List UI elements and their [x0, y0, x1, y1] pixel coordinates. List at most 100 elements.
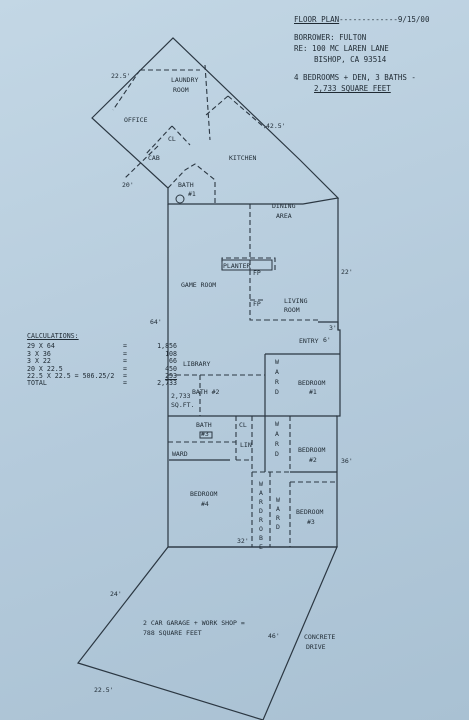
dim-22-5-bottom: 22.5' — [94, 686, 114, 694]
calc-formula: TOTAL — [27, 379, 47, 388]
calc-value: 253 — [165, 372, 177, 381]
dim-22-5-top: 22.5' — [111, 72, 131, 80]
cabinet-label: CAB — [148, 154, 160, 162]
calculations-title: CALCULATIONS: — [27, 332, 79, 340]
drive-label: DRIVE — [306, 643, 326, 651]
fireplace-label-2: FP — [253, 300, 261, 308]
ward-v2-0: W — [275, 420, 279, 428]
calc-row: 20 X 22.5 = 450 — [27, 364, 177, 373]
calc-row: 29 X 64 = 1,856 — [27, 342, 177, 351]
living-label-2: ROOM — [284, 306, 300, 314]
bedroom2-num: #2 — [309, 456, 317, 464]
dim-32: 32' — [237, 537, 249, 545]
bath3-label: BATH — [196, 421, 212, 429]
calc-value: 450 — [165, 364, 177, 373]
ward-v3-0: W — [276, 496, 280, 504]
closet-label: CL — [168, 135, 176, 143]
calc-formula: 3 X 36 — [27, 349, 51, 358]
planter-box — [221, 259, 273, 271]
calc-total-row: TOTAL = 2,733 — [27, 379, 177, 388]
wardrobe-v-2: R — [259, 498, 263, 506]
ward-v3-2: R — [276, 514, 280, 522]
fireplace-label-1: FP — [253, 269, 261, 277]
living-label: LIVING — [284, 297, 308, 305]
calc-formula: 3 X 22 — [27, 357, 51, 366]
sqft-total-value: 2,733 — [171, 392, 191, 400]
dim-24: 24' — [110, 590, 122, 598]
garage-outline — [76, 546, 338, 720]
kitchen-label: KITCHEN — [229, 154, 256, 162]
planter-label: PLANTER — [223, 262, 250, 270]
ward-v1-1: A — [275, 368, 279, 376]
wardrobe-v-6: B — [259, 534, 263, 542]
laundry-label-2: ROOM — [173, 86, 189, 94]
game-room-label: GAME ROOM — [181, 281, 216, 289]
bedroom3-label: BEDROOM — [296, 508, 323, 516]
calculations-block: CALCULATIONS: 29 X 64 = 1,856 3 X 36 = 1… — [27, 332, 177, 388]
ward-v2-3: D — [275, 450, 279, 458]
dim-22: 22' — [341, 268, 353, 276]
entry-notch — [318, 321, 339, 330]
header-title-line: FLOOR PLAN-------------9/15/00 — [294, 16, 429, 24]
wardrobe-v-7: E — [259, 543, 263, 551]
concrete-label: CONCRETE — [304, 633, 335, 641]
ward-v2-2: R — [275, 440, 279, 448]
city-line: BISHOP, CA 93514 — [314, 55, 387, 64]
calc-value: 1,856 — [157, 342, 177, 351]
borrower-line: BORROWER: FULTON — [294, 33, 367, 42]
calc-row: 3 X 22 = 66 — [27, 357, 177, 366]
calc-formula: 20 X 22.5 — [27, 364, 63, 373]
ward-v1-2: R — [275, 378, 279, 386]
dim-46: 46' — [268, 632, 280, 640]
laundry-label: LAUNDRY — [171, 76, 198, 84]
bath1-fixture — [175, 194, 185, 204]
dining-label: DINING — [272, 202, 296, 210]
ward-v1-0: W — [275, 358, 279, 366]
wardrobe-v-0: W — [259, 480, 263, 488]
bedrooms-line: 4 BEDROOMS + DEN, 3 BATHS - — [294, 73, 416, 82]
office-label: OFFICE — [124, 116, 148, 124]
bedroom4-num: #4 — [201, 500, 209, 508]
header-title: FLOOR PLAN — [294, 15, 340, 24]
closet-label-2: CL — [239, 421, 247, 429]
calc-formula: 29 X 64 — [27, 342, 55, 351]
interior-walls — [168, 353, 340, 473]
wardrobe-v-3: D — [259, 507, 263, 515]
ward-v1-3: D — [275, 388, 279, 396]
garage-sqft-label: 788 SQUARE FEET — [143, 629, 202, 637]
calc-equals: = — [123, 372, 127, 381]
dim-42-5: 42.5' — [266, 122, 286, 130]
header-dashes: ------------- — [339, 15, 398, 24]
sqft-total-unit: SQ.FT. — [171, 401, 194, 409]
calc-value: 2,733 — [157, 379, 177, 388]
ward-v3-3: D — [276, 523, 280, 531]
dim-20: 20' — [122, 181, 134, 189]
calc-value: 66 — [169, 357, 177, 366]
bath2-label: BATH #2 — [192, 388, 219, 396]
wardrobe-v-5: O — [259, 525, 263, 533]
bath1-num: #1 — [188, 190, 196, 198]
library-label: LIBRARY — [183, 360, 210, 368]
entry-label: ENTRY — [299, 337, 319, 345]
bath1-label: BATH — [178, 181, 194, 189]
bedroom3-num: #3 — [307, 518, 315, 526]
garage-label: 2 CAR GARAGE + WORK SHOP = — [143, 619, 245, 627]
bedroom2-label: BEDROOM — [298, 446, 325, 454]
calc-equals: = — [123, 342, 127, 351]
header-date: 9/15/00 — [397, 15, 430, 24]
calc-equals: = — [123, 379, 127, 388]
dim-36: 36' — [341, 457, 353, 465]
calc-formula: 22.5 X 22.5 = 506.25/2 — [27, 372, 115, 381]
calc-equals: = — [123, 349, 127, 358]
upper-wing-outline — [91, 37, 340, 205]
bedroom1-label: BEDROOM — [298, 379, 325, 387]
calc-equals: = — [123, 357, 127, 366]
calc-row: 3 X 36 = 108 — [27, 349, 177, 358]
dim-6: 6' — [323, 336, 331, 344]
dashed-walls — [112, 64, 337, 547]
bath3-fixture — [199, 431, 213, 439]
square-feet-line: 2,733 SQUARE FEET — [314, 84, 391, 93]
calc-row: 22.5 X 22.5 = 506.25/2 = 253 — [27, 372, 177, 381]
